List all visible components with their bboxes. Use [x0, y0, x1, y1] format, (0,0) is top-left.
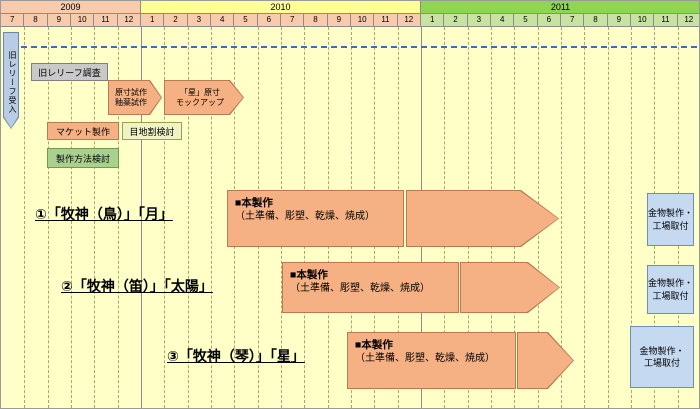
row2-production-task: ■本製作 （土準備、彫塑、乾燥、焼成）	[282, 262, 459, 313]
row3-install-line2: 工場取付	[643, 358, 680, 368]
month-label-2009-8: 8	[24, 14, 48, 27]
joint-layout-task: 目地割検討	[122, 122, 182, 140]
month-label-2010-9: 9	[327, 14, 351, 27]
month-label-2009-12: 12	[117, 14, 141, 27]
row1-install-line2: 工場取付	[652, 220, 689, 231]
row2-continuation-arrow	[460, 262, 560, 313]
row2-heading: ②「牧神（笛）」「太陽」	[61, 278, 213, 294]
fullsize-trial-task: 原寸試作 釉薬試作	[108, 80, 162, 115]
month-gridline	[607, 27, 609, 408]
month-label-2011-2: 2	[444, 14, 468, 27]
star-mockup-line1: 「星」原寸	[180, 87, 220, 97]
month-label-2011-1: 1	[421, 14, 445, 27]
row3-production-line1: ■本製作	[355, 339, 393, 351]
fullsize-trial-line1: 原寸試作	[115, 87, 147, 97]
month-label-2010-12: 12	[397, 14, 421, 27]
month-label-2009-11: 11	[94, 14, 118, 27]
row2-install-line1: 金物製作・	[648, 278, 694, 289]
row3-continuation-arrow	[517, 332, 574, 389]
month-label-2009-9: 9	[47, 14, 71, 27]
month-label-2011-9: 9	[607, 14, 631, 27]
month-label-2011-5: 5	[514, 14, 538, 27]
row3-install-line1: 金物製作・	[639, 345, 685, 356]
month-label-2010-2: 2	[164, 14, 188, 27]
month-label-2010-8: 8	[304, 14, 328, 27]
month-label-2011-12: 12	[677, 14, 699, 27]
month-label-2009-10: 10	[71, 14, 95, 27]
year-label-2009: 2009	[1, 1, 141, 14]
row3-production-task: ■本製作 （土準備、彫塑、乾燥、焼成）	[347, 332, 516, 389]
row1-production-line2: （土準備、彫塑、乾燥、焼成）	[235, 211, 375, 223]
month-label-2010-1: 1	[141, 14, 165, 27]
row1-production-task: ■本製作 （土準備、彫塑、乾燥、焼成）	[227, 190, 404, 247]
row1-install-task: 金物製作・ 工場取付	[647, 193, 694, 246]
method-study-task: 製作方法検討	[47, 148, 119, 168]
year-label-2010: 2010	[141, 1, 421, 14]
month-label-2010-10: 10	[351, 14, 375, 27]
row1-heading: ①「牧神（鳥）」「月」	[35, 206, 173, 222]
star-mockup-task: 「星」原寸 モックアップ	[164, 80, 244, 115]
row3-continuation-fill	[518, 333, 573, 388]
row3-production-line2: （土準備、彫塑、乾燥、焼成）	[355, 353, 495, 365]
month-label-2011-6: 6	[537, 14, 561, 27]
old-relief-survey-task: 旧レリーフ調査	[31, 63, 108, 81]
row1-continuation-fill	[407, 191, 558, 246]
row1-continuation-arrow	[406, 190, 559, 247]
row2-install-line2: 工場取付	[652, 290, 689, 301]
fullsize-trial-label: 原寸試作 釉薬試作	[109, 81, 161, 114]
month-label-2011-7: 7	[561, 14, 585, 27]
maquette-task: マケット製作	[47, 122, 119, 140]
row3-heading: ③「牧神（琴）」「星」	[167, 348, 305, 364]
month-label-2010-6: 6	[257, 14, 281, 27]
row2-install-task: 金物製作・ 工場取付	[647, 265, 694, 314]
month-gridline	[584, 27, 586, 408]
month-label-2010-11: 11	[374, 14, 398, 27]
star-mockup-label: 「星」原寸 モックアップ	[165, 81, 243, 114]
month-label-2011-11: 11	[654, 14, 678, 27]
star-mockup-line2: モックアップ	[176, 97, 224, 107]
row3-install-task: 金物製作・ 工場取付	[630, 326, 694, 388]
month-label-2010-3: 3	[187, 14, 211, 27]
month-label-2011-10: 10	[631, 14, 655, 27]
row2-production-line1: ■本製作	[290, 269, 328, 281]
month-label-2011-3: 3	[467, 14, 491, 27]
month-label-2011-4: 4	[491, 14, 515, 27]
month-label-2009-7: 7	[1, 14, 25, 27]
row2-production-line2: （土準備、彫塑、乾燥、焼成）	[290, 283, 430, 295]
month-label-2010-5: 5	[234, 14, 258, 27]
month-label-2011-8: 8	[584, 14, 608, 27]
month-label-2010-4: 4	[211, 14, 235, 27]
old-relief-receive-label: 旧レリーフ受入	[4, 33, 18, 128]
row1-install-line1: 金物製作・	[648, 208, 694, 219]
old-relief-receive-marker: 旧レリーフ受入	[3, 32, 19, 129]
year-label-2011: 2011	[421, 1, 699, 14]
baseline-dashed-line	[21, 46, 697, 48]
month-gridline	[24, 27, 26, 408]
fullsize-trial-line2: 釉薬試作	[115, 97, 147, 107]
month-label-2010-7: 7	[281, 14, 305, 27]
row1-production-line1: ■本製作	[235, 197, 273, 209]
row2-continuation-fill	[461, 263, 559, 312]
